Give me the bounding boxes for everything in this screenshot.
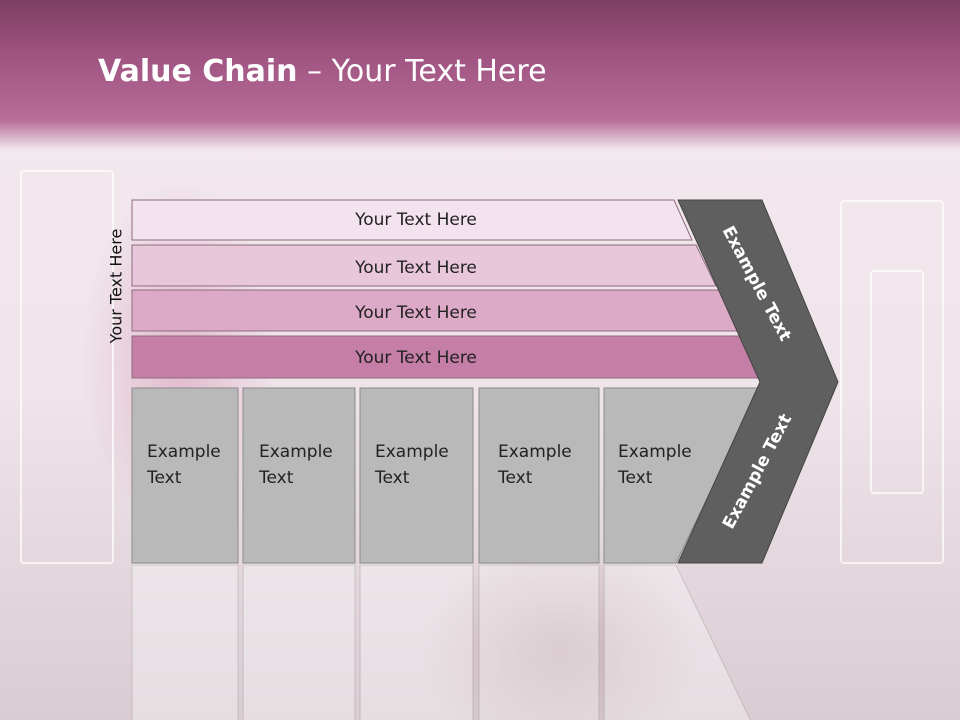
support-row-label: Your Text Here (354, 258, 477, 278)
support-row-label: Your Text Here (354, 303, 477, 323)
activity-label: Example Text (618, 442, 692, 488)
support-row-label: Your Text Here (354, 348, 477, 368)
activity-label: Example Text (147, 442, 221, 488)
support-row[interactable]: Your Text Here (131, 244, 717, 287)
activity-box[interactable] (131, 387, 239, 564)
activity-box[interactable] (359, 387, 474, 564)
support-row[interactable]: Your Text Here (131, 199, 693, 241)
wall-panel (20, 170, 114, 564)
activity-label: Example Text (375, 442, 449, 488)
header-band (0, 0, 960, 150)
support-row-shape (131, 199, 693, 241)
title-bold: Value Chain (98, 54, 298, 89)
support-row-label: Your Text Here (354, 210, 477, 230)
reflection-box (478, 565, 600, 720)
reflection-box (242, 565, 356, 720)
reflection-box (359, 565, 474, 720)
activity-label: Example Text (498, 442, 572, 488)
wall-panel (840, 200, 944, 564)
activity-box[interactable] (242, 387, 356, 564)
activity-label: Example Text (259, 442, 333, 488)
diagram-reflection (0, 565, 960, 720)
title-rest: – Your Text Here (297, 54, 547, 89)
reflection-box (603, 565, 751, 720)
activity-box[interactable] (478, 387, 600, 564)
reflection-box (131, 565, 239, 720)
wall-panel (870, 270, 924, 494)
margin-chevron[interactable] (677, 199, 839, 564)
slide-title[interactable]: Value Chain – Your Text Here (98, 54, 547, 89)
support-row[interactable]: Your Text Here (131, 335, 765, 379)
support-row[interactable]: Your Text Here (131, 289, 741, 332)
reflection-shapes (131, 565, 751, 720)
activity-box[interactable] (603, 387, 761, 564)
support-row-shape (131, 244, 717, 287)
